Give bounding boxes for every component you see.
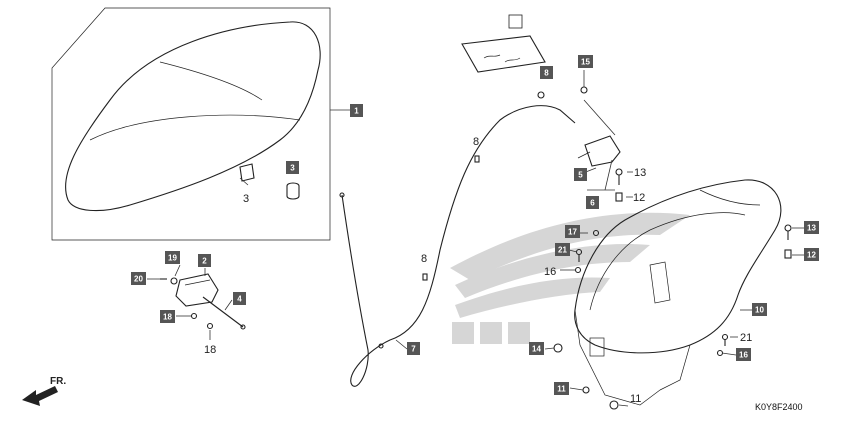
clip-part-8c <box>537 91 545 99</box>
clip-part-8b <box>422 273 428 281</box>
callout-12-plain: 12 <box>633 192 645 204</box>
callout-2: 2 <box>202 257 207 266</box>
callout-18-box: 18 <box>163 313 172 322</box>
screw-part-16b <box>716 349 724 357</box>
bolt-part-18a <box>190 312 198 320</box>
callout-5: 5 <box>578 171 583 180</box>
callout-boxes: 1 2 3 4 5 6 7 8 10 11 12 13 14 15 16 17 <box>131 55 819 395</box>
owners-manual <box>461 35 546 73</box>
nut-part-11a <box>582 386 590 394</box>
nut-part-11b <box>609 400 619 410</box>
callout-10: 10 <box>755 306 764 315</box>
collar-part-12a <box>615 192 623 202</box>
diagram-code: K0Y8F2400 <box>755 402 803 412</box>
direction-label: FR. <box>50 376 66 387</box>
callout-12-box: 12 <box>807 251 816 260</box>
seat-group-frame <box>51 7 331 241</box>
screw-part-16a <box>574 266 582 274</box>
callout-11-plain: 11 <box>630 393 641 405</box>
nut-part-14 <box>553 343 563 353</box>
bolt-part-15 <box>580 86 588 94</box>
callout-17: 17 <box>568 228 577 237</box>
callout-16-box: 16 <box>739 351 748 360</box>
callout-19: 19 <box>168 254 177 263</box>
watermark-wing-logo <box>450 212 690 344</box>
callout-21-box: 21 <box>558 246 567 255</box>
callout-8-plain-b: 8 <box>421 253 427 265</box>
callout-8-box: 8 <box>544 69 549 78</box>
bolt-part-21b <box>721 333 729 346</box>
clip-part-17 <box>592 229 600 237</box>
callout-4: 4 <box>237 295 242 304</box>
bolt-part-18b <box>206 322 214 330</box>
seat-rubber-part-3a <box>239 163 255 182</box>
empty-callout-box <box>508 14 523 29</box>
callout-18-plain: 18 <box>204 344 216 356</box>
pin-part-4 <box>202 296 246 330</box>
collar-part-12b <box>784 249 792 259</box>
callout-15: 15 <box>581 58 590 67</box>
callout-1: 1 <box>354 107 359 116</box>
callout-16-plain: 16 <box>544 266 556 278</box>
clip-part-8a <box>474 155 480 163</box>
callout-7: 7 <box>411 345 416 354</box>
luggage-box-part-10 <box>574 179 782 406</box>
hinge-part-2 <box>175 273 219 307</box>
bolt-part-13a <box>615 168 623 185</box>
front-direction-arrow-icon: FR. <box>22 376 66 406</box>
seat-lock-part-5 <box>577 135 621 167</box>
seat-rubber-part-3b <box>286 182 300 200</box>
seat-lock-cable-part-7 <box>339 105 576 387</box>
callout-3-box: 3 <box>290 164 295 173</box>
washer-part-19 <box>170 277 178 285</box>
callout-8-plain-a: 8 <box>473 136 479 148</box>
plain-callouts: 3 8 8 11 12 13 16 18 21 <box>204 136 752 405</box>
bolt-part-13b <box>784 224 792 240</box>
leader-lines <box>147 70 804 407</box>
seat-part-1 <box>65 21 321 212</box>
callout-14: 14 <box>532 345 541 354</box>
callout-20: 20 <box>134 275 143 284</box>
callout-13-box: 13 <box>807 224 816 233</box>
callout-3-plain: 3 <box>243 193 249 205</box>
callout-6: 6 <box>590 199 595 208</box>
callout-13-plain: 13 <box>634 167 646 179</box>
callout-21-plain: 21 <box>740 332 752 344</box>
callout-11-box: 11 <box>557 385 566 394</box>
